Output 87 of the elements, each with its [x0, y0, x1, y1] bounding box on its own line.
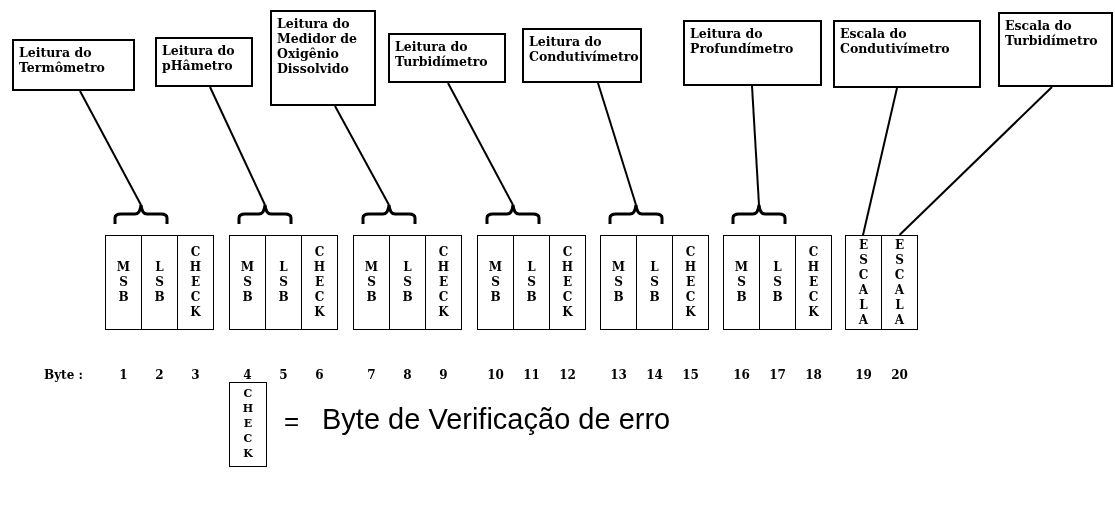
leader-line	[898, 86, 1053, 236]
leader-line	[209, 86, 266, 206]
curly-brace	[485, 203, 541, 225]
byte-number: 14	[645, 368, 664, 382]
leader-line	[597, 82, 637, 206]
byte-name: CHECK	[313, 245, 326, 320]
byte-number: 6	[314, 368, 325, 382]
byte-number: 20	[890, 368, 909, 382]
byte-number: 18	[804, 368, 823, 382]
byte-number: 16	[732, 368, 751, 382]
byte-number: 13	[609, 368, 628, 382]
byte-name: LSB	[525, 260, 538, 305]
byte-cell	[636, 235, 673, 330]
byte-cell	[141, 235, 178, 330]
byte-number: 9	[438, 368, 449, 382]
byte-name: ESCALA	[893, 237, 906, 328]
byte-name: CHECK	[189, 245, 202, 320]
byte-cell	[795, 235, 832, 330]
byte-name: MSB	[365, 260, 378, 305]
byte-number: 4	[242, 368, 253, 382]
byte-cell	[425, 235, 462, 330]
byte-cell	[301, 235, 338, 330]
byte-name: LSB	[153, 260, 166, 305]
curly-brace	[361, 203, 417, 225]
callout-box: Leitura do Profundímetro	[683, 20, 822, 86]
byte-name: LSB	[648, 260, 661, 305]
byte-name: MSB	[489, 260, 502, 305]
leader-line	[862, 87, 898, 236]
callout-box: Leitura do Termômetro	[12, 39, 135, 91]
byte-number: 2	[154, 368, 165, 382]
byte-name: MSB	[117, 260, 130, 305]
byte-number: 7	[366, 368, 377, 382]
byte-cell	[477, 235, 514, 330]
byte-name: CHECK	[561, 245, 574, 320]
leader-line	[751, 85, 760, 206]
curly-brace	[237, 203, 293, 225]
byte-name: MSB	[735, 260, 748, 305]
curly-brace	[113, 203, 169, 225]
row-label: Byte :	[44, 368, 83, 382]
byte-name: CHECK	[242, 387, 254, 462]
byte-cell	[881, 235, 918, 330]
byte-number: 12	[558, 368, 577, 382]
byte-cell	[845, 235, 882, 330]
byte-name: MSB	[241, 260, 254, 305]
byte-name: CHECK	[807, 245, 820, 320]
byte-cell	[229, 235, 266, 330]
byte-number: 11	[522, 368, 541, 382]
byte-cell	[353, 235, 390, 330]
callout-box: Escala do Turbidímetro	[998, 12, 1113, 87]
legend-text: Byte de Verificação de erro	[322, 403, 671, 436]
byte-cell	[549, 235, 586, 330]
equals-sign: =	[284, 406, 300, 437]
byte-number: 10	[486, 368, 505, 382]
byte-number: 1	[118, 368, 129, 382]
curly-brace	[608, 203, 664, 225]
byte-name: CHECK	[684, 245, 697, 320]
leader-line	[334, 105, 390, 206]
byte-cell	[177, 235, 214, 330]
byte-number: 15	[681, 368, 700, 382]
byte-name: CHECK	[437, 245, 450, 320]
byte-name: ESCALA	[857, 237, 870, 328]
byte-number: 3	[190, 368, 201, 382]
callout-box: Escala do Condutivímetro	[833, 20, 981, 88]
byte-cell	[229, 382, 267, 467]
leader-line	[79, 90, 142, 206]
byte-cell	[105, 235, 142, 330]
byte-name: LSB	[771, 260, 784, 305]
byte-number: 5	[278, 368, 289, 382]
byte-name: MSB	[612, 260, 625, 305]
leader-line	[447, 82, 514, 206]
byte-cell	[389, 235, 426, 330]
callout-box: Leitura do Condutivímetro	[522, 28, 642, 83]
byte-cell	[265, 235, 302, 330]
byte-cell	[672, 235, 709, 330]
byte-number: 8	[402, 368, 413, 382]
byte-name: LSB	[277, 260, 290, 305]
byte-number: 19	[854, 368, 873, 382]
callout-box: Leitura do pHâmetro	[155, 37, 253, 87]
byte-name: LSB	[401, 260, 414, 305]
byte-cell	[723, 235, 760, 330]
byte-cell	[759, 235, 796, 330]
curly-brace	[731, 203, 787, 225]
callout-box: Leitura do Turbidímetro	[388, 33, 506, 83]
callout-box: Leitura do Medidor de Oxigênio Dissolvido	[270, 10, 376, 106]
byte-number: 17	[768, 368, 787, 382]
byte-cell	[600, 235, 637, 330]
byte-cell	[513, 235, 550, 330]
